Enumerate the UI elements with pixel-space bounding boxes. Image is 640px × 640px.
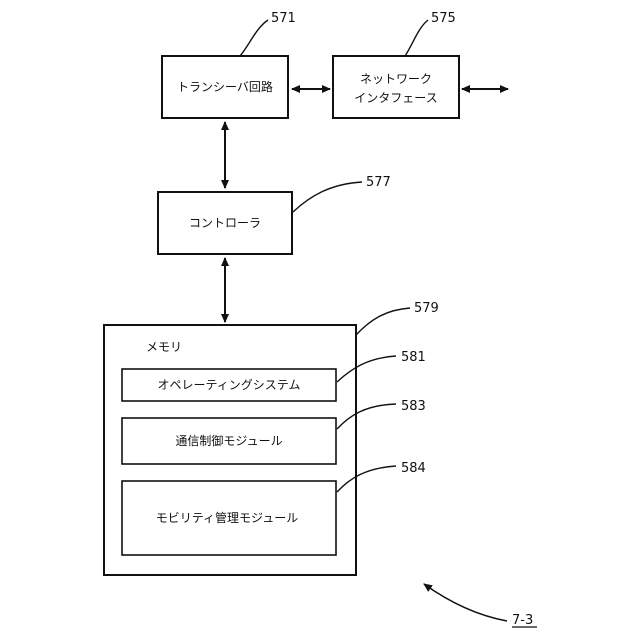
communication-control-module-label: 通信制御モジュール xyxy=(175,433,282,448)
network-interface-ref-leader xyxy=(405,20,428,56)
network-interface-label-line2: インタフェース xyxy=(354,91,437,105)
mobility-management-module-label: モビリティ管理モジュール xyxy=(156,510,298,525)
transceiver-ref: 571 xyxy=(271,11,296,26)
memory-ref-leader xyxy=(356,308,410,335)
network-interface-label-line1: ネットワーク xyxy=(360,72,432,86)
network-interface-ref: 575 xyxy=(431,11,456,26)
operating-system-label: オペレーティングシステム xyxy=(158,378,301,392)
transceiver-label: トランシーバ回路 xyxy=(177,79,273,94)
mobility-management-module-ref: 584 xyxy=(401,461,426,476)
controller-ref: 577 xyxy=(366,175,391,190)
controller-label: コントローラ xyxy=(189,216,261,230)
communication-control-module-ref: 583 xyxy=(401,399,426,414)
network-interface-block: ネットワーク インタフェース xyxy=(333,56,459,118)
memory-ref: 579 xyxy=(414,301,439,316)
transceiver-block: トランシーバ回路 xyxy=(162,56,288,118)
memory-label: メモリ xyxy=(146,340,182,354)
transceiver-ref-leader xyxy=(240,20,268,56)
memory-block: メモリ オペレーティングシステム 通信制御モジュール モビリティ管理モジュール xyxy=(104,325,356,575)
figure-label: 7-3 xyxy=(512,613,533,628)
controller-block: コントローラ xyxy=(158,192,292,254)
network-interface-box xyxy=(333,56,459,118)
operating-system-ref: 581 xyxy=(401,350,426,365)
controller-ref-leader xyxy=(293,182,362,212)
figure-pointer-curve xyxy=(424,584,507,621)
